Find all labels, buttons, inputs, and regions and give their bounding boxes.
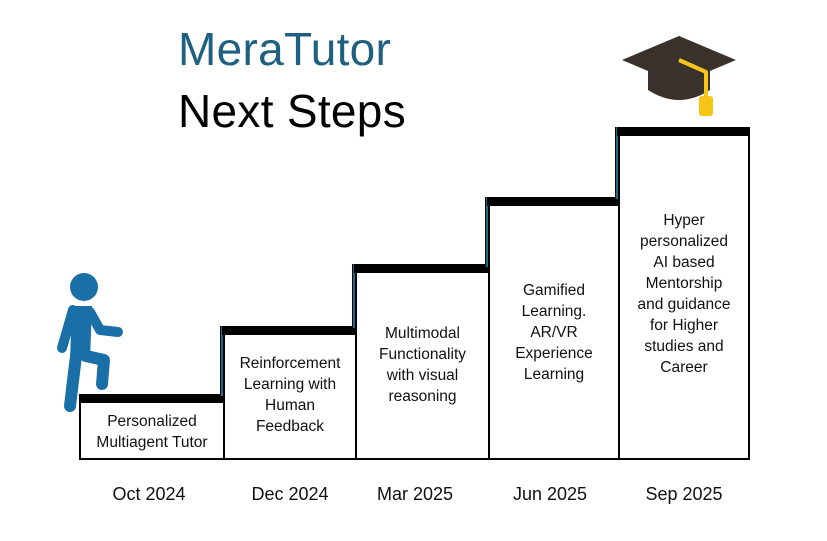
step-3-label: Multimodal Functionality with visual rea… [378,325,466,405]
step-4-top-bar [487,197,620,206]
step-2-date: Dec 2024 [251,484,329,504]
step-4-date: Jun 2025 [512,484,588,504]
step-3-date: Mar 2025 [376,484,454,504]
step-4-box: Gamified Learning. AR/VR Experience Lear… [488,204,620,460]
step-4-label: Gamified Learning. AR/VR Experience Lear… [515,282,593,383]
title-line-1: MeraTutor [178,23,392,75]
step-5-box: Hyper personalized AI based Mentorship a… [618,134,750,460]
step-2-label: Reinforcement Learning with Human Feedba… [239,355,341,435]
step-5-label: Hyper personalized AI based Mentorship a… [637,212,731,376]
person-walking-icon [57,273,123,412]
step-3-box: Multimodal Functionality with visual rea… [355,271,490,460]
step-riser-4 [615,127,619,199]
step-1-date: Oct 2024 [112,484,186,504]
step-2-top-bar [222,326,357,335]
step-riser-2 [352,264,356,328]
step-2-box: Reinforcement Learning with Human Feedba… [223,333,357,460]
step-riser-1 [220,326,224,396]
step-riser-3 [485,197,489,267]
step-1-top-bar [79,394,225,403]
step-1-label: Personalized Multiagent Tutor [96,413,208,451]
step-5-date: Sep 2025 [645,484,723,504]
title-line-2: Next Steps [178,85,406,137]
step-3-top-bar [354,264,490,273]
step-5-top-bar [617,127,750,136]
graduation-cap-icon [622,36,736,116]
step-1-box: Personalized Multiagent Tutor [79,401,225,460]
